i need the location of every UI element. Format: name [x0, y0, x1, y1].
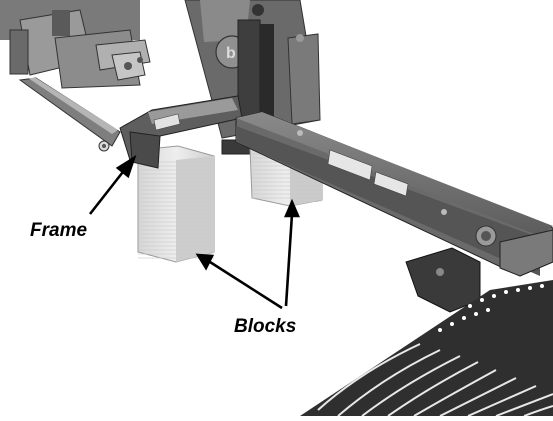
- lower-link-arm: [18, 77, 121, 152]
- blocks-arrow-left: [209, 260, 283, 310]
- warning-decal: [373, 171, 409, 197]
- frame-arrowhead: [115, 154, 137, 179]
- left-block: [137, 145, 215, 263]
- hitch-bracket: [0, 0, 151, 89]
- rake-assembly: [300, 247, 553, 417]
- blocks-arrowhead-left: [195, 253, 215, 271]
- frame-arrow: [88, 167, 128, 215]
- blocks-arrowhead-right: [284, 198, 300, 218]
- warning-decal: [327, 149, 373, 181]
- tine-holes: [438, 284, 544, 332]
- main-frame-beam: [119, 95, 553, 277]
- callout-arrows: [88, 154, 300, 310]
- brand-mark-text: b: [226, 45, 236, 62]
- frame-label: Frame: [30, 220, 88, 241]
- blocks-arrow-right: [284, 213, 294, 307]
- blocks-label: Blocks: [234, 316, 297, 337]
- rake-tines: [317, 343, 553, 417]
- warning-decal: [153, 113, 181, 131]
